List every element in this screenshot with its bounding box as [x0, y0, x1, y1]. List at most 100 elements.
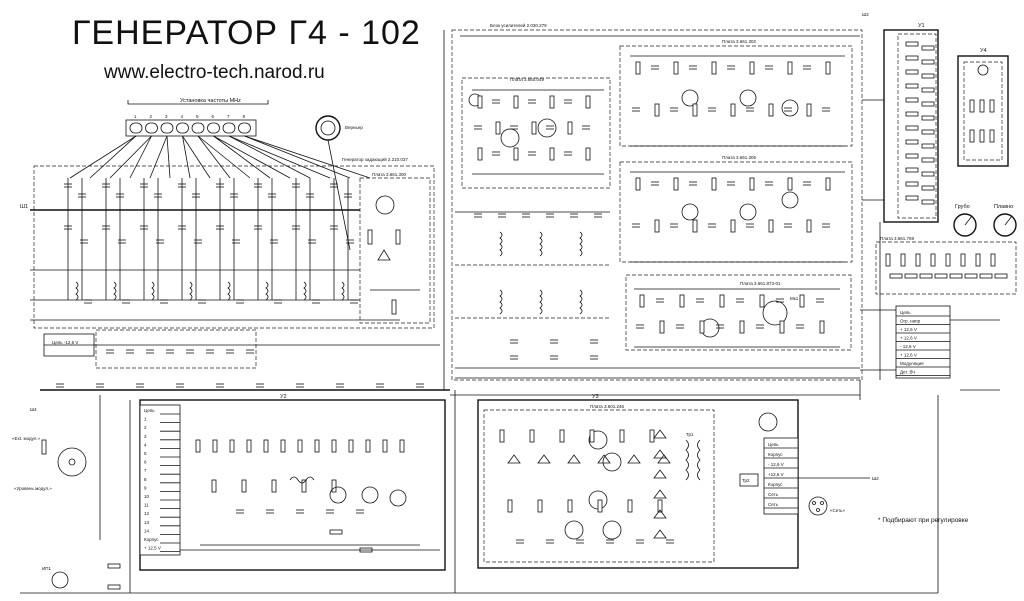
dial-link — [213, 135, 271, 179]
resistor — [673, 61, 679, 75]
connector-pin-label: 11 — [144, 503, 149, 508]
connector-pin-label: 14 — [144, 528, 150, 533]
resistor — [969, 129, 975, 143]
dial-cell — [145, 122, 158, 134]
coil — [113, 281, 117, 301]
diode — [653, 449, 667, 459]
resistor — [979, 273, 993, 279]
page-title: ГЕНЕРАТОР Г4 - 102 — [72, 14, 421, 52]
dial-link — [129, 135, 152, 179]
network-label: «Сеть» — [830, 508, 846, 513]
resistor — [730, 219, 736, 233]
coil — [539, 231, 543, 257]
dial-number: 7 — [227, 114, 230, 119]
resistor — [825, 61, 831, 75]
resistor — [921, 185, 935, 191]
sh1-label: Ш1 — [20, 204, 28, 210]
amp-block-label: Блок усилителей 2.030.279 — [490, 22, 547, 28]
resistor — [639, 294, 645, 308]
coil — [265, 281, 269, 301]
dial-link — [149, 135, 168, 179]
sh3-label: Ш3 — [862, 12, 869, 17]
connector-pin-label: - 12,6 V — [768, 462, 784, 467]
resistor — [921, 171, 935, 177]
connector-pin-label: +12,6 V — [768, 472, 784, 477]
resistor — [477, 147, 483, 161]
plate-305-label: Плата 3.661.305 — [722, 155, 757, 160]
coil — [499, 289, 503, 315]
resistor — [921, 59, 935, 65]
resistor — [889, 273, 903, 279]
resistor — [921, 157, 935, 163]
dial-number: 5 — [196, 114, 199, 119]
footnote: * Подбирают при регулировке — [878, 516, 969, 524]
resistor — [960, 253, 966, 267]
tr1-label: Тр1 — [686, 432, 694, 437]
dial-link — [89, 135, 137, 179]
resistor — [719, 294, 725, 308]
sh2-label: Ш2 — [872, 476, 879, 481]
dial-link — [197, 135, 251, 179]
fine-label: Плавно — [994, 204, 1013, 210]
resistor — [301, 479, 307, 493]
coil — [189, 281, 193, 301]
dial-number: 2 — [150, 114, 153, 119]
resistor — [635, 177, 641, 191]
connector-pin-label: 7 — [144, 468, 147, 473]
resistor — [979, 129, 985, 143]
dial-link — [244, 135, 351, 179]
resistor — [915, 253, 921, 267]
plate-769-label: Плата 3.661.769 — [880, 236, 915, 241]
coarse-label: Грубо — [955, 204, 970, 210]
coil — [499, 231, 503, 257]
resistor — [905, 125, 919, 131]
resistor — [964, 273, 978, 279]
connector-pin-label: Цепь — [144, 408, 155, 413]
coil — [579, 231, 583, 257]
resistor — [730, 103, 736, 117]
connector-pin-label: + 12,6 V — [900, 336, 917, 341]
resistor — [513, 147, 519, 161]
diode — [657, 454, 671, 464]
dial-cell — [191, 122, 205, 134]
dial-link — [166, 135, 171, 179]
resistor — [531, 121, 537, 135]
resistor — [559, 429, 565, 443]
diode — [653, 509, 667, 519]
resistor — [499, 429, 505, 443]
resistor — [329, 529, 343, 535]
resistor — [659, 320, 665, 334]
resistor — [905, 181, 919, 187]
resistor — [649, 429, 655, 443]
dial-link — [197, 135, 231, 179]
resistor — [513, 95, 519, 109]
plate-049-label: Плата 3.660.049 — [510, 77, 545, 82]
connector-pin-label: Корпус — [768, 482, 783, 487]
resistor — [934, 273, 948, 279]
resistor — [930, 253, 936, 267]
resistor — [905, 167, 919, 173]
left-controls: Ш4 «Ext. модул.» «Уровень модул.» ИП1 — [12, 395, 460, 594]
resistor — [905, 139, 919, 145]
resistor — [969, 99, 975, 113]
connector-pin-label: Модуляция — [900, 361, 924, 366]
resistor — [699, 320, 705, 334]
connector-pin-label: Корпус — [768, 452, 783, 457]
dial-link — [213, 135, 291, 179]
resistor — [921, 87, 935, 93]
resistor — [921, 73, 935, 79]
connector-pin-label: + 12,5 V — [144, 546, 161, 551]
resistor — [314, 439, 320, 453]
resistor — [900, 253, 906, 267]
resistor — [711, 177, 717, 191]
diode — [507, 454, 521, 464]
resistor — [921, 129, 935, 135]
resistor — [495, 121, 501, 135]
resistor — [229, 439, 235, 453]
diode — [597, 454, 611, 464]
